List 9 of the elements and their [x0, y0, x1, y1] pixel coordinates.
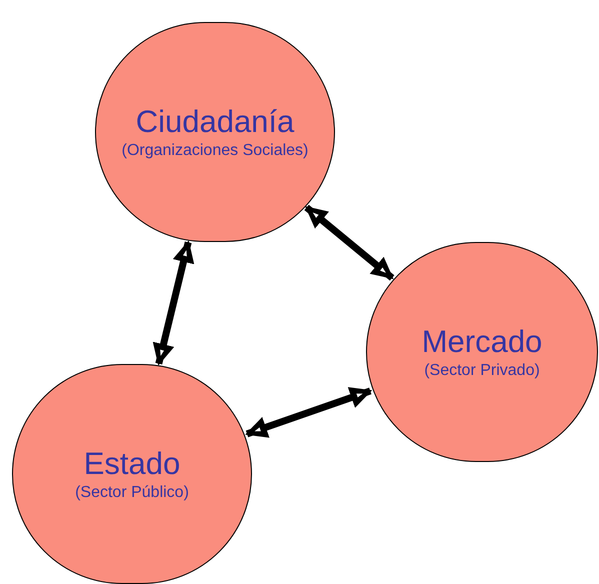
node-title: Ciudadanía — [136, 102, 294, 141]
double-arrow — [245, 387, 372, 438]
node-subtitle: (Sector Público) — [75, 483, 189, 504]
node-subtitle: (Organizaciones Sociales) — [122, 141, 308, 162]
node-title: Estado — [84, 444, 180, 483]
node-title: Mercado — [422, 322, 542, 361]
double-arrow — [152, 240, 194, 366]
node-subtitle: (Sector Privado) — [424, 361, 540, 382]
double-arrow — [304, 204, 394, 281]
